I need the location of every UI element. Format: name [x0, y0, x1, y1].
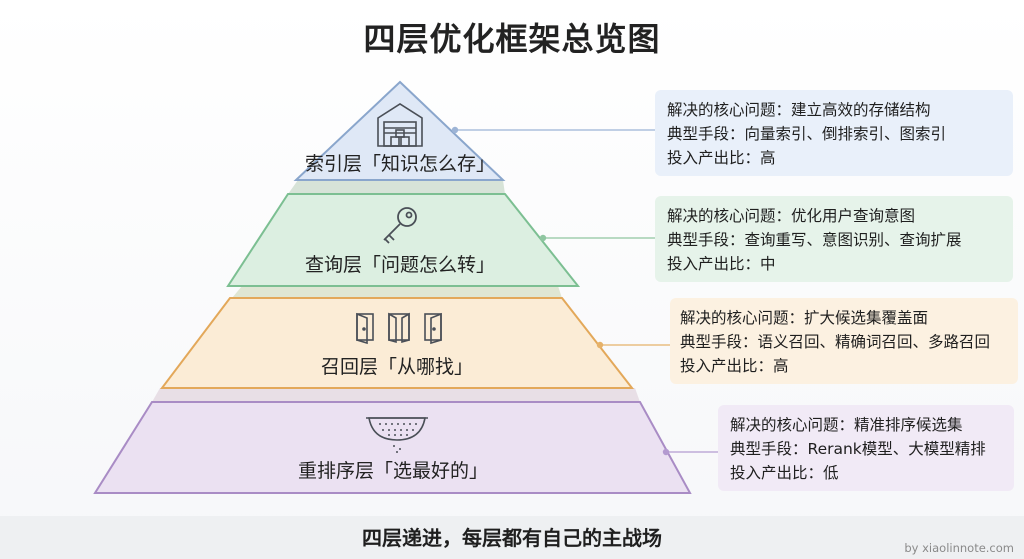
layer-recall-shape — [159, 297, 635, 389]
gap-band-3 — [152, 388, 640, 402]
info-index-roi: 投入产出比：高 — [667, 149, 776, 167]
credit-text: by xiaolinnote.com — [904, 541, 1014, 555]
footer-bar — [0, 516, 1024, 559]
layer-index-shape — [293, 80, 506, 181]
footer-caption: 四层递进，每层都有自己的主战场 — [362, 526, 662, 550]
info-box-index: 解决的核心问题：建立高效的存储结构 典型手段：向量索引、倒排索引、图索引 投入产… — [655, 90, 1013, 176]
info-recall-problem: 解决的核心问题：扩大候选集覆盖面 — [680, 309, 929, 327]
connector-dot-query — [539, 234, 547, 242]
sieve-icon — [366, 417, 428, 453]
info-query-methods: 典型手段：查询重写、意图识别、查询扩展 — [667, 231, 962, 249]
info-rerank-roi: 投入产出比：低 — [730, 464, 839, 482]
gap-band-1 — [288, 180, 505, 194]
connector-dot-index — [451, 126, 459, 134]
page-title: 四层优化框架总览图 — [363, 20, 661, 58]
layer-rerank-label: 重排序层「选最好的」 — [298, 460, 488, 482]
layer-rerank-shape — [93, 401, 692, 494]
layer-query-shape — [226, 193, 581, 287]
info-recall-roi: 投入产出比：高 — [680, 357, 789, 375]
info-rerank-problem: 解决的核心问题：精准排序候选集 — [730, 416, 963, 434]
info-query-roi: 投入产出比：中 — [667, 255, 776, 273]
key-icon — [383, 207, 417, 244]
info-box-recall: 解决的核心问题：扩大候选集覆盖面 典型手段：语义召回、精确词召回、多路召回 投入… — [670, 298, 1018, 384]
connector-dot-rerank — [662, 448, 670, 456]
layer-index-label: 索引层「知识怎么存」 — [305, 153, 495, 175]
info-index-methods: 典型手段：向量索引、倒排索引、图索引 — [667, 125, 947, 143]
layer-recall-label: 召回层「从哪找」 — [321, 356, 473, 378]
info-rerank-methods: 典型手段：Rerank模型、大模型精排 — [730, 440, 986, 458]
info-query-problem: 解决的核心问题：优化用户查询意图 — [667, 207, 916, 225]
doors-icon — [356, 312, 442, 345]
info-index-problem: 解决的核心问题：建立高效的存储结构 — [667, 101, 931, 119]
info-recall-methods: 典型手段：语义召回、精确词召回、多路召回 — [680, 333, 991, 351]
warehouse-icon — [377, 103, 423, 147]
info-box-rerank: 解决的核心问题：精准排序候选集 典型手段：Rerank模型、大模型精排 投入产出… — [718, 405, 1014, 491]
layer-query-label: 查询层「问题怎么转」 — [305, 254, 495, 276]
info-box-query: 解决的核心问题：优化用户查询意图 典型手段：查询重写、意图识别、查询扩展 投入产… — [655, 196, 1013, 282]
connector-dot-recall — [596, 341, 604, 349]
gap-band-2 — [232, 286, 562, 298]
